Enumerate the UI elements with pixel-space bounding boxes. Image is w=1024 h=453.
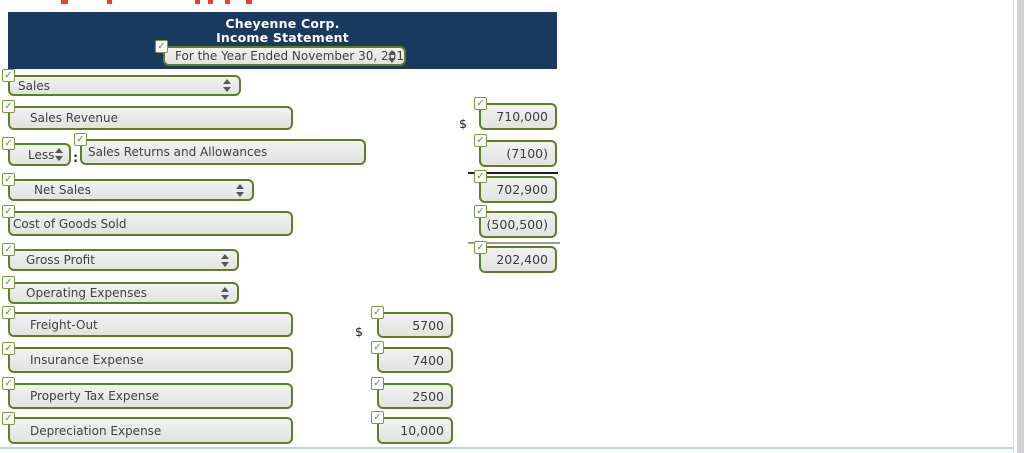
property-tax-amount-input[interactable]: 2500 bbox=[377, 383, 453, 409]
subtotal-rule bbox=[468, 172, 558, 174]
cogs-amount-checkbox[interactable]: ✓ bbox=[474, 205, 487, 218]
clipped-red-text-fragment bbox=[246, 0, 252, 4]
freight-amount-input[interactable]: 5700 bbox=[377, 312, 453, 338]
freight-amount-checkbox[interactable]: ✓ bbox=[371, 306, 384, 319]
property-tax-amount-checkbox[interactable]: ✓ bbox=[371, 377, 384, 390]
depreciation-checkbox[interactable]: ✓ bbox=[2, 412, 15, 425]
period-select[interactable]: For the Year Ended November 30, 2019 bbox=[163, 46, 406, 66]
dollar-sign-label: $ bbox=[355, 324, 363, 339]
insurance-amount-input[interactable]: 7400 bbox=[377, 347, 453, 373]
spinner-arrows-icon bbox=[221, 286, 229, 300]
insurance-amount-checkbox[interactable]: ✓ bbox=[371, 341, 384, 354]
sales-checkbox[interactable]: ✓ bbox=[2, 69, 15, 82]
spinner-arrows-icon bbox=[55, 148, 63, 161]
depreciation-amount-input[interactable]: 10,000 bbox=[377, 417, 453, 444]
clipped-red-text-fragment bbox=[107, 0, 112, 4]
bottom-divider bbox=[0, 447, 1013, 449]
cogs-input[interactable]: Cost of Goods Sold bbox=[8, 211, 293, 236]
insurance-expense-input[interactable]: Insurance Expense bbox=[8, 347, 293, 373]
gross-profit-amount-checkbox[interactable]: ✓ bbox=[474, 241, 487, 254]
period-checkbox[interactable]: ✓ bbox=[155, 40, 168, 53]
sales-returns-input[interactable]: Sales Returns and Allowances bbox=[80, 139, 366, 165]
sales-returns-amount-checkbox[interactable]: ✓ bbox=[474, 134, 487, 147]
gross-profit-checkbox[interactable]: ✓ bbox=[2, 243, 15, 256]
depreciation-input[interactable]: Depreciation Expense bbox=[8, 417, 293, 444]
statement-title: Income Statement bbox=[216, 30, 349, 45]
freight-out-checkbox[interactable]: ✓ bbox=[2, 306, 15, 319]
less-checkbox[interactable]: ✓ bbox=[2, 137, 15, 150]
clipped-red-text-fragment bbox=[225, 0, 230, 4]
gross-profit-amount-input[interactable]: 202,400 bbox=[479, 246, 557, 273]
sales-returns-amount-input[interactable]: (7100) bbox=[479, 140, 557, 167]
spinner-arrows-icon bbox=[388, 49, 396, 63]
operating-expenses-checkbox[interactable]: ✓ bbox=[2, 276, 15, 289]
operating-expenses-select[interactable]: Operating Expenses bbox=[8, 282, 239, 304]
page-edge-line bbox=[1013, 0, 1014, 453]
net-sales-select[interactable]: Net Sales bbox=[8, 179, 254, 201]
page-edge-strip bbox=[1017, 0, 1024, 453]
net-sales-amount-input[interactable]: 702,900 bbox=[479, 176, 557, 203]
insurance-expense-checkbox[interactable]: ✓ bbox=[2, 342, 15, 355]
gross-profit-select[interactable]: Gross Profit bbox=[8, 249, 239, 271]
clipped-red-text-fragment bbox=[61, 0, 68, 4]
cogs-checkbox[interactable]: ✓ bbox=[2, 205, 15, 218]
sales-revenue-amount-checkbox[interactable]: ✓ bbox=[474, 97, 487, 110]
sales-revenue-input[interactable]: Sales Revenue bbox=[8, 106, 293, 130]
cogs-amount-input[interactable]: (500,500) bbox=[479, 211, 557, 238]
spinner-arrows-icon bbox=[223, 79, 231, 92]
spinner-arrows-icon bbox=[236, 183, 244, 197]
depreciation-amount-checkbox[interactable]: ✓ bbox=[371, 411, 384, 424]
sales-revenue-amount-input[interactable]: 710,000 bbox=[479, 103, 557, 130]
clipped-red-text-fragment bbox=[195, 0, 200, 4]
clipped-red-text-fragment bbox=[208, 0, 213, 4]
sales-select[interactable]: Sales bbox=[8, 75, 241, 96]
net-sales-amount-checkbox[interactable]: ✓ bbox=[474, 170, 487, 183]
sales-revenue-checkbox[interactable]: ✓ bbox=[2, 100, 15, 113]
company-name: Cheyenne Corp. bbox=[225, 16, 340, 31]
freight-out-input[interactable]: Freight-Out bbox=[8, 312, 293, 337]
less-select[interactable]: Less bbox=[8, 143, 71, 166]
property-tax-checkbox[interactable]: ✓ bbox=[2, 377, 15, 390]
property-tax-input[interactable]: Property Tax Expense bbox=[8, 383, 293, 409]
subtotal-rule bbox=[468, 242, 560, 244]
spinner-arrows-icon bbox=[221, 253, 229, 267]
sales-returns-checkbox[interactable]: ✓ bbox=[74, 133, 87, 146]
net-sales-checkbox[interactable]: ✓ bbox=[2, 173, 15, 186]
colon-label: : bbox=[73, 151, 79, 166]
dollar-sign-label: $ bbox=[459, 116, 467, 131]
